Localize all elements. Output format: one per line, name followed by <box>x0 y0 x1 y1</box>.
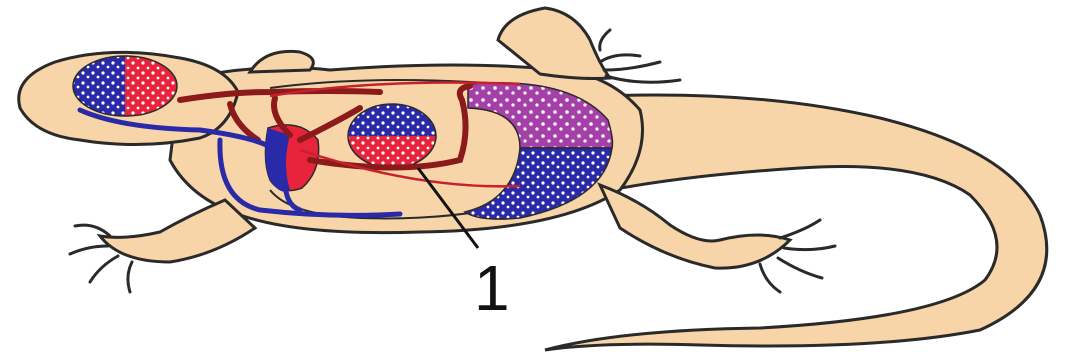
front-upper-leg <box>250 51 313 72</box>
callout-label-1: 1 <box>474 252 510 324</box>
hind-upper-toes <box>600 30 680 82</box>
front-lower-leg <box>100 200 255 262</box>
hind-lower-leg <box>600 185 790 268</box>
